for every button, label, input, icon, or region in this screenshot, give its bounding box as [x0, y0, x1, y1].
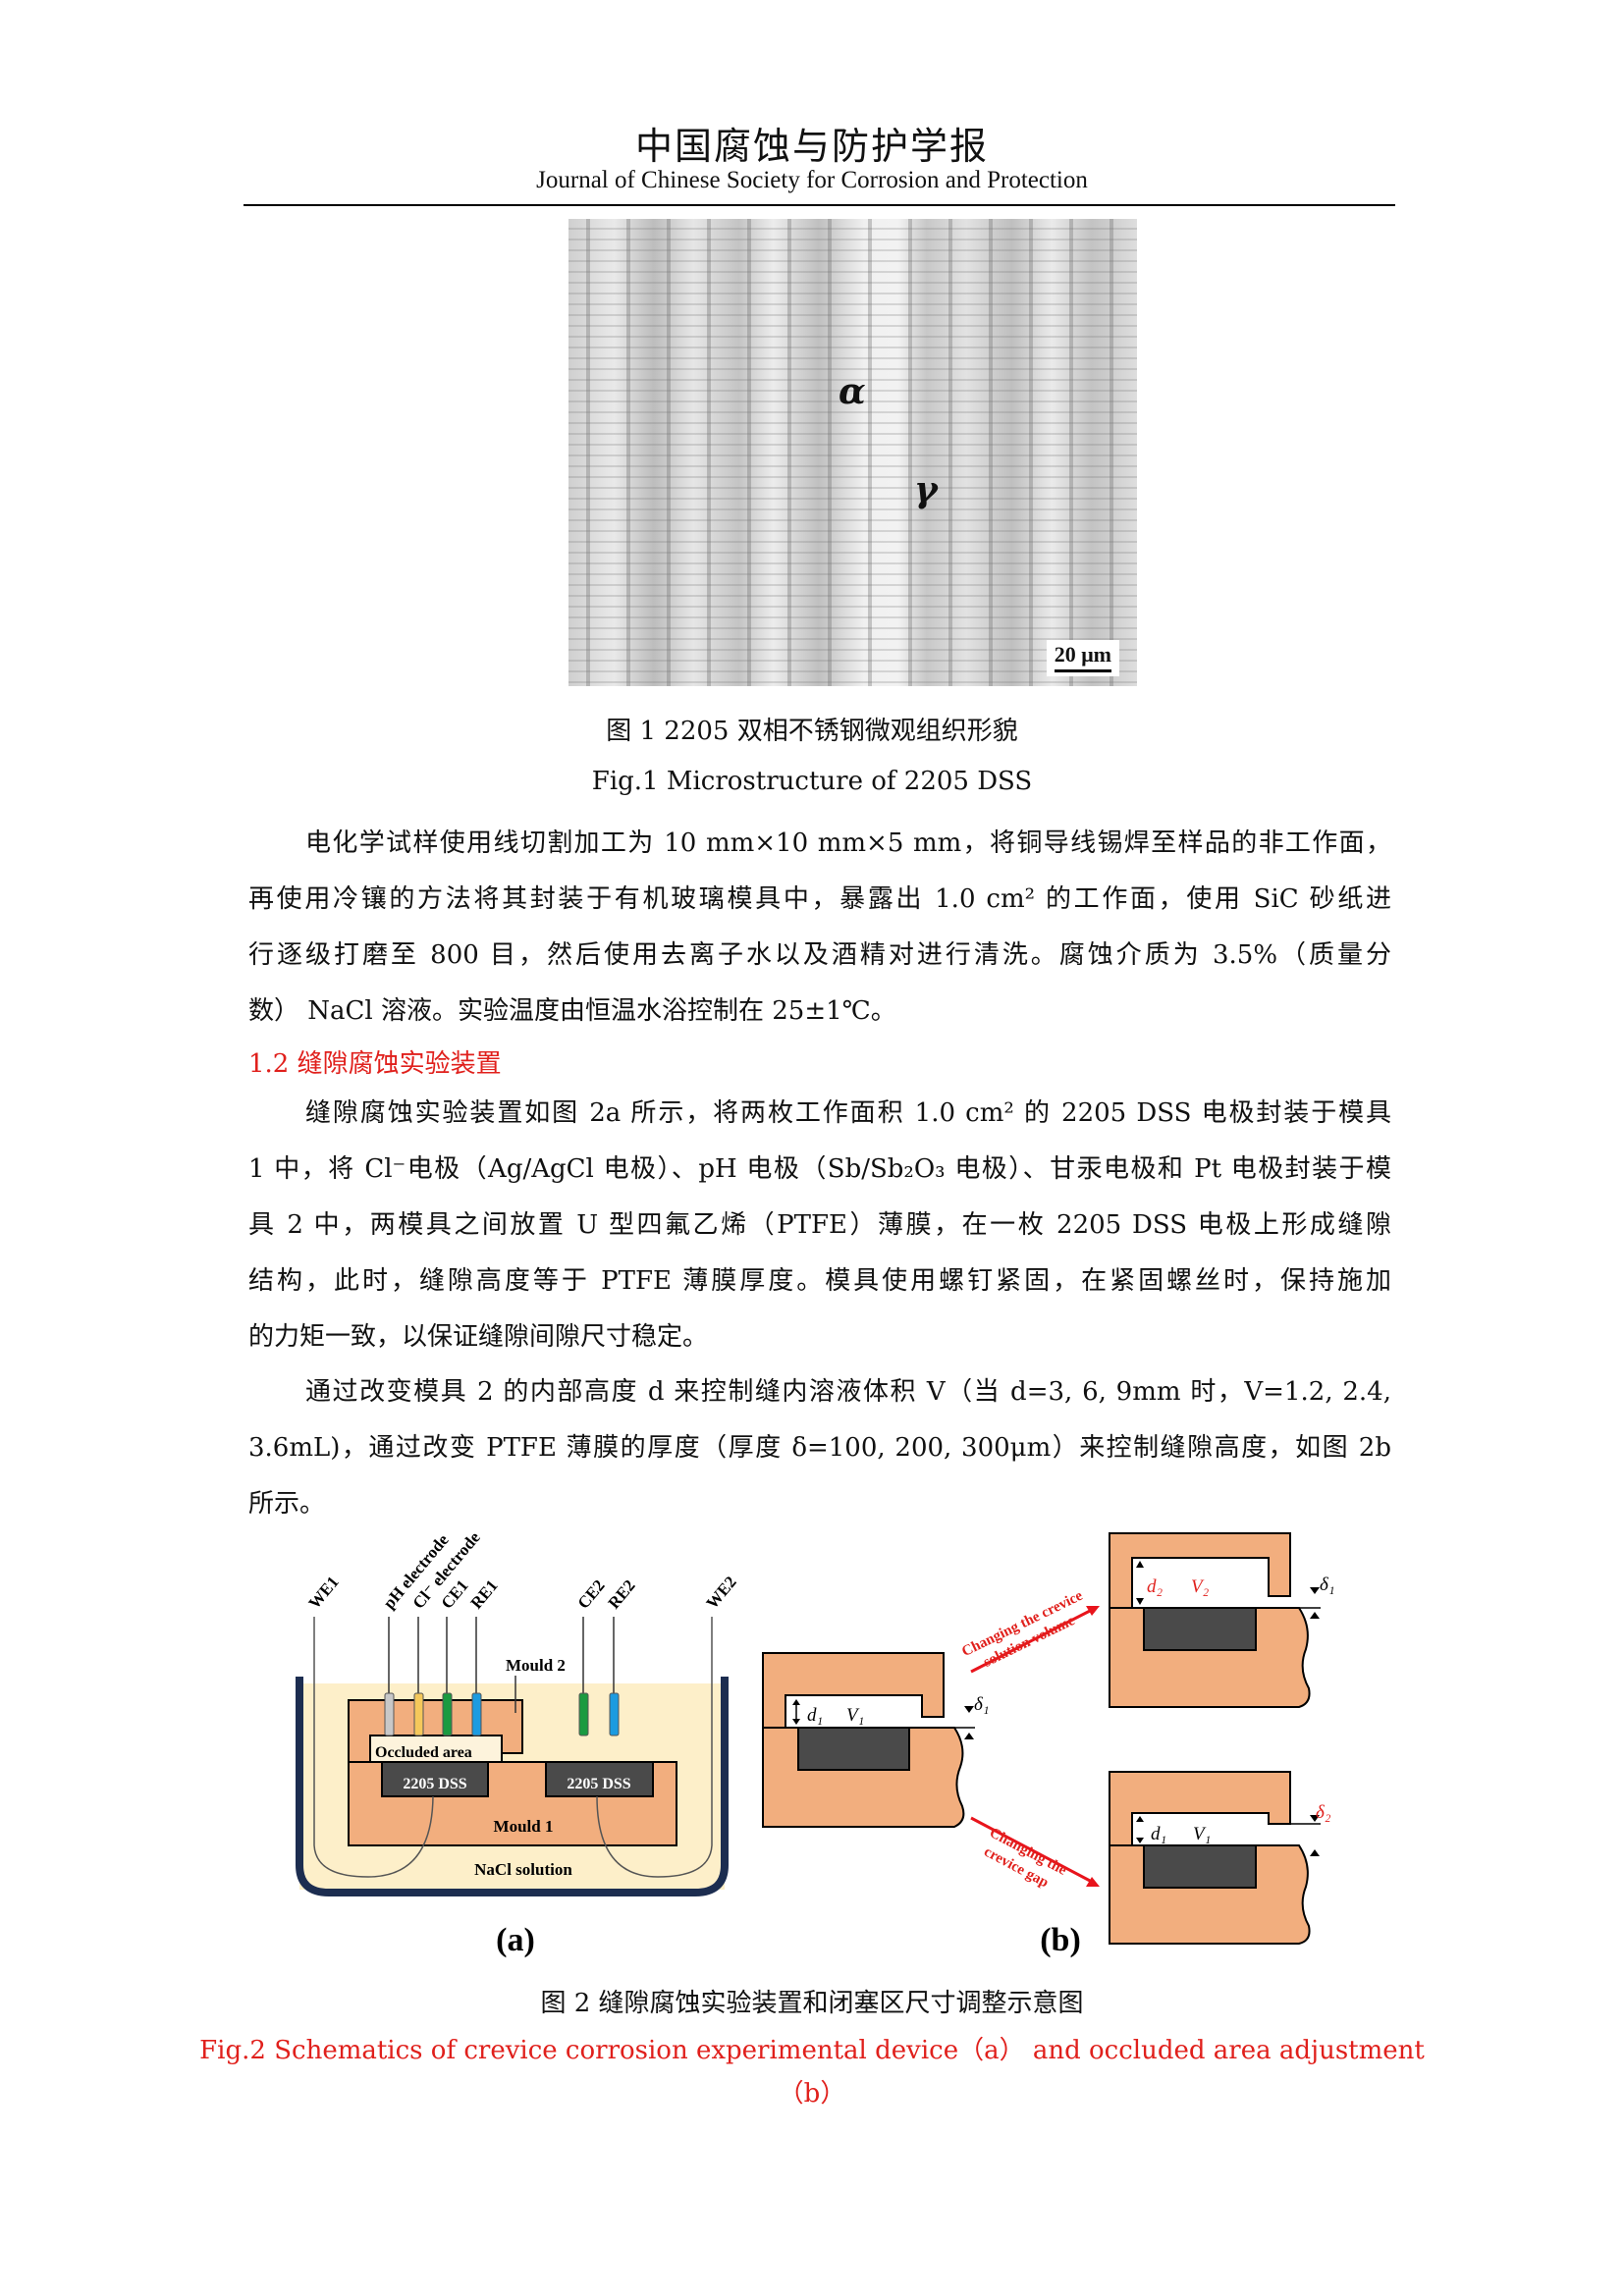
re1-electrode — [471, 1692, 482, 1736]
scale-bar-line — [1054, 669, 1111, 672]
panel-b: d₁ V₁ δ₁ d₂ V₂ δ₁ d₁ V₁ δ₂ Changing the … — [762, 1532, 1334, 1958]
figure1-caption-en: Fig.1 Microstructure of 2205 DSS — [591, 767, 1033, 796]
arrow-change-volume — [970, 1608, 1093, 1674]
label-d1-bottom: d₁ — [1151, 1824, 1166, 1844]
label-re2: RE2 — [605, 1576, 639, 1613]
label-v2: V₂ — [1191, 1576, 1210, 1597]
dss-sample-1 — [381, 1761, 489, 1797]
phase-label-alpha: α — [839, 371, 866, 412]
occluded-area — [369, 1735, 503, 1763]
section-heading: 1.2 缝隙腐蚀实验装置 — [248, 1049, 502, 1079]
label-delta1-top: δ₁ — [1320, 1575, 1334, 1595]
figure2-caption-en-line2: （b） — [778, 2079, 846, 2109]
label-nacl-solution: NaCl solution — [474, 1860, 572, 1879]
we1-wire — [313, 1617, 434, 1878]
label-delta1-left: δ₁ — [974, 1694, 989, 1715]
label-delta2: δ₂ — [1316, 1802, 1331, 1823]
paragraph2-line: 1 中，将 Cl⁻电极（Ag/AgCl 电极）、pH 电极（Sb/Sb₂O₃ 电… — [248, 1154, 1391, 1184]
label-mould1: Mould 1 — [494, 1817, 554, 1836]
dss-sample-2 — [545, 1761, 654, 1797]
journal-title-cn: 中国腐蚀与防护学报 — [634, 125, 989, 168]
header-divider — [244, 204, 1395, 206]
figure2-caption-en-line1: Fig.2 Schematics of crevice corrosion ex… — [199, 2036, 1425, 2065]
scale-bar: 20 μm — [1046, 640, 1119, 676]
figure2-caption-cn: 图 2 缝隙腐蚀实验装置和闭塞区尺寸调整示意图 — [540, 1989, 1084, 2018]
paragraph3-line: 所示。 — [248, 1489, 326, 1519]
paragraph3-line: 通过改变模具 2 的内部高度 d 来控制缝内溶液体积 V（当 d=3, 6, 9… — [305, 1377, 1391, 1407]
we2-wire — [596, 1617, 713, 1878]
label-we1: WE1 — [305, 1573, 343, 1612]
phase-label-gamma: γ — [914, 469, 938, 510]
paragraph2-line: 的力矩一致，以保证缝隙间隙尺寸稳定。 — [248, 1322, 709, 1352]
label-mould2: Mould 2 — [506, 1656, 566, 1675]
label-we2: WE2 — [703, 1573, 740, 1612]
label-re1: RE1 — [467, 1576, 502, 1613]
label-v1-left: V₁ — [846, 1705, 864, 1726]
ph-electrode — [384, 1692, 395, 1736]
tank — [296, 1677, 729, 1896]
label-ce2: CE2 — [574, 1576, 609, 1613]
panel-a: WE1 pH electrode Cl⁻ electrode CE1 RE1 C… — [296, 1527, 740, 1958]
figure2-diagram: WE1 pH electrode Cl⁻ electrode CE1 RE1 C… — [296, 1527, 1334, 1958]
panel-label-b: (b) — [1040, 1922, 1081, 1958]
paragraph2-line: 具 2 中，两模具之间放置 U 型四氟乙烯（PTFE）薄膜，在一枚 2205 D… — [248, 1210, 1391, 1240]
cl-electrode — [413, 1692, 424, 1736]
figure1-caption-cn: 图 1 2205 双相不锈钢微观组织形貌 — [606, 717, 1018, 746]
label-dss-2: 2205 DSS — [567, 1776, 630, 1792]
label-dss-1: 2205 DSS — [403, 1776, 466, 1792]
re2-electrode — [609, 1692, 620, 1736]
scale-bar-label: 20 μm — [1054, 642, 1111, 667]
paragraph1-line: 电化学试样使用线切割加工为 10 mm×10 mm×5 mm，将铜导线锡焊至样品… — [305, 828, 1391, 858]
journal-title-en: Journal of Chinese Society for Corrosion… — [536, 167, 1088, 193]
paragraph1-line: 数） NaCl 溶液。实验温度由恒温水浴控制在 25±1℃。 — [248, 996, 896, 1026]
ce1-electrode — [442, 1692, 453, 1736]
panel-label-a: (a) — [496, 1922, 535, 1958]
label-v1-bottom: V₁ — [1193, 1824, 1211, 1844]
arrow-change-gap — [970, 1816, 1093, 1884]
label-d2: d₂ — [1147, 1576, 1164, 1597]
paragraph3-line: 3.6mL)，通过改变 PTFE 薄膜的厚度（厚度 δ=100, 200, 30… — [248, 1433, 1391, 1463]
paragraph2-line: 结构，此时，缝隙高度等于 PTFE 薄膜厚度。模具使用螺钉紧固，在紧固螺丝时，保… — [248, 1266, 1391, 1296]
paragraph2-line: 缝隙腐蚀实验装置如图 2a 所示，将两枚工作面积 1.0 cm² 的 2205 … — [305, 1098, 1391, 1128]
label-occluded-area: Occluded area — [375, 1744, 472, 1761]
paragraph1-line: 再使用冷镶的方法将其封装于有机玻璃模具中，暴露出 1.0 cm² 的工作面，使用… — [248, 884, 1391, 914]
paragraph1-line: 行逐级打磨至 800 目，然后使用去离子水以及酒精对进行清洗。腐蚀介质为 3.5… — [248, 940, 1391, 970]
micrograph-image: α γ 20 μm — [568, 219, 1137, 686]
label-d1-left: d₁ — [807, 1705, 823, 1726]
ce2-electrode — [578, 1692, 589, 1736]
